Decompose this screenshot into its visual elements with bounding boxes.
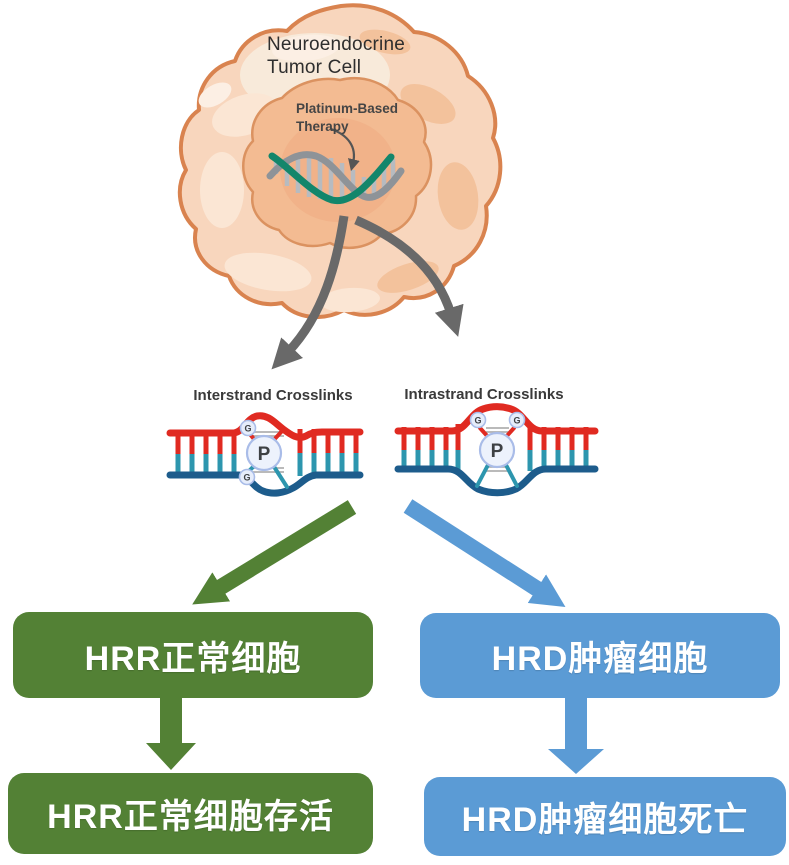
- arrow-to-hrr-box: [192, 500, 357, 605]
- platinum-letter: P: [491, 441, 504, 462]
- guanine-letter: G: [513, 416, 520, 426]
- platinum-letter: P: [258, 444, 271, 465]
- top-strand-red: [166, 412, 364, 441]
- hrr-cell-survival-box: HRR正常细胞存活: [8, 773, 373, 854]
- interstrand-crosslinks-label: Interstrand Crosslinks: [193, 387, 353, 404]
- hrd-cell-death-box: HRD肿瘤细胞死亡: [424, 777, 786, 856]
- bottom-strand-blue: [394, 465, 599, 497]
- bottom-strand-blue: [166, 471, 364, 497]
- hrd-cell-death-text: HRD肿瘤细胞死亡: [461, 801, 749, 839]
- guanine-letter: G: [244, 424, 251, 434]
- platinum-atom: [245, 434, 283, 472]
- hrd-down-arrow: [548, 698, 604, 774]
- dna-strand-green: [268, 152, 395, 205]
- guanine-atom: [238, 468, 256, 486]
- hrr-down-arrow: [146, 698, 196, 770]
- arrow-to-hrd-box: [403, 499, 566, 608]
- therapy-label: Platinum-Based Therapy: [296, 101, 399, 134]
- hrd-tumor-cell-text: HRD肿瘤细胞: [491, 640, 709, 678]
- tumor-cell-illustration: [177, 3, 503, 319]
- arrow-to-intrastrand: [354, 215, 464, 337]
- guanine-atom: [508, 411, 526, 429]
- guanine-letter: G: [243, 473, 250, 483]
- cell-title: Neuroendocrine Tumor Cell: [267, 34, 405, 79]
- guanine-letter: G: [474, 416, 481, 426]
- hrd-tumor-cell-box: HRD肿瘤细胞: [420, 613, 780, 698]
- hrr-normal-cell-box: HRR正常细胞: [13, 612, 373, 698]
- guanine-atom: [469, 411, 487, 429]
- platinum-atom: [478, 431, 516, 469]
- dna-helix: [266, 151, 405, 205]
- dna-strand-gray: [266, 151, 405, 201]
- top-strand-red: [394, 403, 599, 435]
- therapy-arrow: [330, 127, 360, 172]
- intrastrand-crosslinks-label: Intrastrand Crosslinks: [404, 386, 564, 403]
- cell-to-crosslink-arrows: [271, 215, 464, 370]
- intrastrand-crosslink-diagram: P G G: [394, 403, 599, 497]
- hrr-normal-cell-text: HRR正常细胞: [84, 639, 302, 678]
- hrr-cell-survival-text: HRR正常细胞存活: [47, 798, 334, 836]
- interstrand-crosslink-diagram: P G G: [166, 412, 364, 497]
- arrow-to-interstrand: [271, 215, 349, 370]
- guanine-atom: [239, 419, 257, 437]
